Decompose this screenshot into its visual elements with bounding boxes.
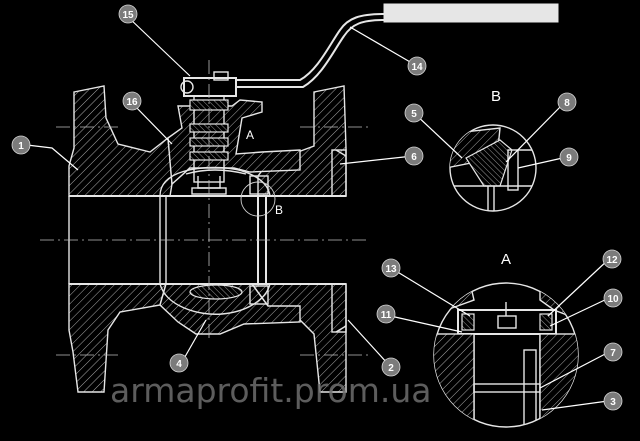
- svg-text:4: 4: [176, 359, 182, 370]
- callout-9: 9: [559, 147, 579, 167]
- handle-grip: [383, 3, 559, 23]
- callout-1: 1: [11, 135, 31, 155]
- callout-11: 11: [376, 304, 396, 324]
- callout-12: 12: [602, 249, 622, 269]
- callout-14: 14: [407, 56, 427, 76]
- handle-arm: [236, 13, 385, 81]
- svg-text:1: 1: [18, 141, 24, 152]
- svg-text:10: 10: [607, 294, 619, 305]
- section-label-b: B: [275, 203, 283, 217]
- callout-16: 16: [122, 91, 142, 111]
- svg-text:14: 14: [411, 62, 423, 73]
- svg-text:11: 11: [381, 310, 392, 321]
- svg-text:5: 5: [411, 109, 417, 120]
- callout-15: 15: [118, 4, 138, 24]
- callout-13: 13: [381, 258, 401, 278]
- svg-text:7: 7: [610, 348, 616, 359]
- callout-5: 5: [404, 103, 424, 123]
- svg-text:13: 13: [385, 264, 397, 275]
- valve-section-view: B A: [40, 3, 559, 393]
- right-flange: [257, 85, 347, 197]
- view-label-a: A: [501, 251, 511, 268]
- section-label-a: A: [246, 128, 254, 142]
- detail-view-b: B: [449, 88, 537, 212]
- callout-10: 10: [603, 288, 623, 308]
- callout-6: 6: [404, 146, 424, 166]
- svg-text:6: 6: [411, 152, 417, 163]
- callout-8: 8: [557, 92, 577, 112]
- view-label-b: B: [491, 88, 501, 105]
- left-flange: [68, 85, 173, 197]
- svg-text:9: 9: [566, 153, 572, 164]
- callout-7: 7: [603, 342, 623, 362]
- detail-view-a: A: [433, 251, 579, 428]
- svg-text:2: 2: [388, 363, 394, 374]
- svg-text:12: 12: [606, 255, 618, 266]
- callout-4: 4: [169, 353, 189, 373]
- leader-lines: [26, 16, 610, 411]
- watermark-text: armaprofit.prom.ua: [110, 371, 432, 410]
- svg-text:16: 16: [126, 97, 138, 108]
- callout-2: 2: [381, 357, 401, 377]
- callout-3: 3: [603, 391, 623, 411]
- svg-text:3: 3: [610, 397, 616, 408]
- svg-text:15: 15: [122, 10, 134, 21]
- svg-text:8: 8: [564, 98, 570, 109]
